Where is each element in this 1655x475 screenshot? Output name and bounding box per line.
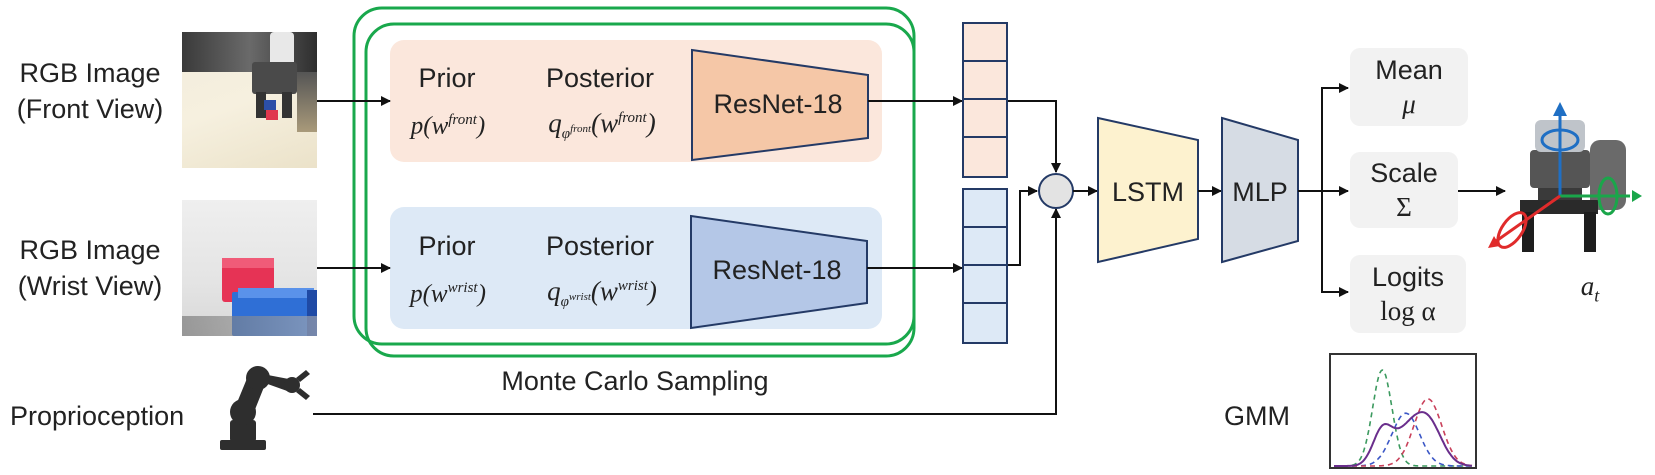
wrist-view-label-line2: (Wrist View) [17, 271, 163, 301]
front-feature-cell [962, 60, 1008, 100]
wrist-posterior-phi-symbol: φ [560, 294, 569, 311]
robot-gripper-icon [1520, 120, 1626, 252]
front-encoder-shape [691, 48, 869, 162]
wrist-feature-cell [962, 188, 1008, 228]
action-sub: t [1594, 285, 1600, 306]
front-view-label-line1: RGB Image [19, 58, 161, 88]
front-posterior-close: ) [646, 108, 656, 138]
front-posterior-q: q [548, 108, 562, 138]
front-view-label: RGB Image (Front View) [2, 55, 178, 127]
gmm-mixture-curve [1334, 411, 1472, 467]
gmm-component-blue [1334, 412, 1472, 467]
mean-label: Mean [1375, 55, 1443, 85]
wrist-posterior-label: Posterior [545, 231, 655, 261]
front-posterior-formula: qφfront(wfront) [518, 100, 686, 152]
wrist-encoder-label: ResNet-18 [712, 255, 842, 285]
merge-node [1038, 173, 1074, 209]
front-posterior-label: Posterior [545, 63, 655, 93]
action-axes-icon [1488, 102, 1642, 249]
scale-symbol: Σ [1396, 192, 1412, 222]
front-encoder-label: ResNet-18 [713, 89, 843, 119]
wrist-posterior-sup: wrist [617, 278, 648, 294]
gmm-component-green [1334, 369, 1472, 467]
action-label: at [1560, 268, 1620, 313]
logits-symbol: log α [1380, 296, 1436, 326]
front-feature-cell [962, 136, 1008, 178]
lstm-shape [1097, 116, 1199, 264]
front-posterior-subsup: front [570, 123, 592, 136]
wrist-view-label: RGB Image (Wrist View) [2, 232, 178, 304]
front-posterior-phi-symbol: φ [561, 126, 571, 143]
gmm-label: GMM [1224, 401, 1290, 431]
gmm-curves [1334, 369, 1473, 467]
sampling-border-front [352, 6, 916, 346]
wrist-prior-label: Prior [418, 231, 476, 261]
proprio-to-merge-line [313, 208, 1061, 415]
front-prior-sup: front [448, 112, 477, 128]
wrist-view-label-line1: RGB Image [19, 235, 161, 265]
wrist-prior-p: p(w [410, 280, 448, 308]
logits-output-box: Logits log α [1350, 255, 1466, 333]
front-posterior-sup: front [618, 110, 647, 126]
mlp-shape [1221, 116, 1299, 264]
front-view-label-line2: (Front View) [16, 94, 164, 124]
front-prior-close: ) [476, 112, 486, 140]
wrist-posterior-phi: φwrist [560, 291, 591, 311]
wrist-view-image [182, 200, 317, 336]
wrist-posterior-close: ) [647, 276, 657, 306]
lstm-label: LSTM [1111, 177, 1184, 207]
front-feature-stack [962, 22, 1008, 178]
monte-carlo-sampling-label: Monte Carlo Sampling [501, 366, 769, 396]
mean-output-box: Mean μ [1350, 48, 1468, 126]
front-posterior-phi: φfront [561, 123, 592, 143]
front-view-image [182, 32, 317, 168]
wrist-prior-close: ) [477, 280, 486, 308]
wrist-posterior-q: q [547, 276, 561, 306]
action-base: a [1580, 271, 1595, 301]
mean-symbol: μ [1402, 89, 1416, 119]
proprioception-label: Proprioception [10, 401, 185, 431]
wrist-prior-sup: wrist [447, 280, 478, 296]
wrist-posterior-subsup: wrist [568, 291, 591, 304]
front-prior-formula: p(wfront) [398, 102, 498, 144]
front-feature-cell [962, 98, 1008, 138]
scale-label: Scale [1370, 158, 1438, 188]
wrist-prior-formula: p(wwrist) [398, 270, 498, 312]
wrist-to-merge-line [1008, 186, 1038, 266]
wrist-feature-stack [962, 188, 1008, 344]
wrist-encoder-shape [690, 214, 868, 330]
scale-output-box: Scale Σ [1350, 152, 1458, 228]
wrist-posterior-w: (w [590, 276, 618, 306]
robot-arm-icon [220, 366, 310, 450]
front-to-merge-line [1008, 100, 1061, 173]
front-prior-label: Prior [418, 63, 476, 93]
wrist-posterior-formula: qφwrist(wwrist) [518, 268, 686, 320]
gmm-component-red [1334, 397, 1473, 467]
wrist-feature-cell [962, 302, 1008, 344]
front-feature-cell [962, 22, 1008, 62]
front-posterior-w: (w [591, 108, 619, 138]
logits-label: Logits [1371, 262, 1445, 292]
front-prior-p: p(w [410, 112, 449, 140]
gmm-plot-frame [1329, 353, 1477, 469]
wrist-feature-cell [962, 226, 1008, 266]
wrist-feature-cell [962, 264, 1008, 304]
mlp-label: MLP [1232, 177, 1288, 207]
